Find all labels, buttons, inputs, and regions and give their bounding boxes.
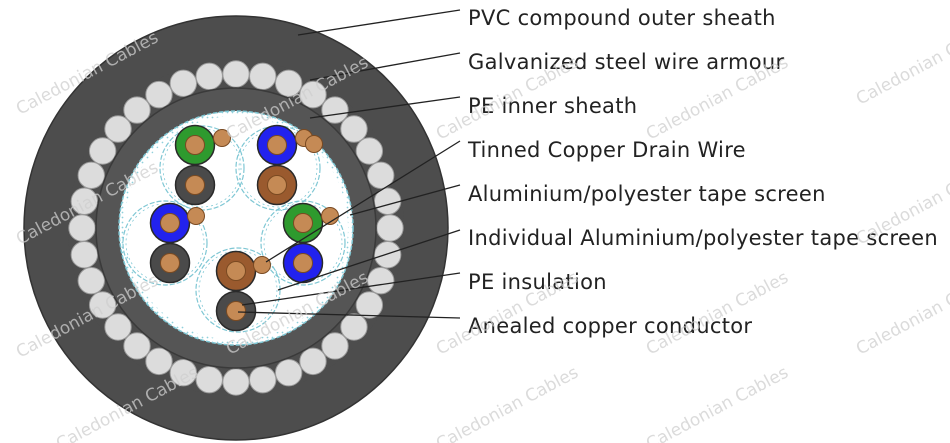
leader-armour <box>309 52 461 81</box>
copper-conductor <box>160 253 180 273</box>
armour-wire <box>145 80 173 109</box>
copper-conductor <box>293 213 313 233</box>
armour-wire <box>376 214 404 242</box>
armour-wire <box>70 187 99 215</box>
armour-wire <box>123 332 151 360</box>
leader-conductor <box>237 311 461 319</box>
leader-drain-wire <box>265 140 461 263</box>
armour-wire <box>355 137 384 165</box>
armour-wire <box>274 359 303 387</box>
label-drain-wire: Tinned Copper Drain Wire <box>467 138 746 162</box>
copper-conductor <box>267 135 287 155</box>
armour-wire <box>340 115 368 143</box>
leader-individual-screen <box>277 229 461 291</box>
armour-wire <box>299 347 327 376</box>
individual-screen-inner <box>162 128 242 208</box>
armour-wire <box>123 96 151 124</box>
armour-wire <box>222 368 250 396</box>
armour-wire <box>104 313 132 341</box>
armour-wire <box>355 291 384 319</box>
drain-wire <box>321 207 339 225</box>
label-insulation: PE insulation <box>468 270 607 294</box>
screened-pairs <box>122 124 346 333</box>
armour-wire <box>321 96 349 124</box>
screened-pair <box>159 124 245 211</box>
armour-wire <box>195 365 223 394</box>
label-inner-sheath: PE inner sheath <box>468 94 637 118</box>
armour-wire <box>68 214 96 242</box>
armour-wire <box>104 115 132 143</box>
leader-inner-sheath <box>309 96 461 119</box>
armour-wire <box>367 266 395 295</box>
armour-wires <box>68 60 404 396</box>
copper-conductor <box>185 135 205 155</box>
armour-wire <box>70 241 99 269</box>
copper-conductor <box>160 213 180 233</box>
leader-outer-sheath <box>297 9 461 36</box>
copper-conductor <box>185 175 205 195</box>
screened-pair <box>235 124 323 211</box>
leader-overall-screen <box>349 184 461 216</box>
armour-wire <box>249 62 277 91</box>
armour-wire <box>274 69 303 97</box>
armour-wire <box>195 62 223 91</box>
armour-wire <box>340 313 368 341</box>
armour-wire <box>367 161 395 190</box>
individual-screen <box>122 200 208 286</box>
armour-wire <box>88 137 117 165</box>
label-individual-screen: Individual Aluminium/polyester tape scre… <box>468 226 938 250</box>
leader-lines <box>237 9 461 319</box>
armour-wire <box>373 241 402 269</box>
copper-conductor <box>226 261 246 281</box>
armour-wire <box>88 291 117 319</box>
armour-wire <box>321 332 349 360</box>
copper-conductor <box>293 253 313 273</box>
copper-conductor <box>226 301 246 321</box>
armour-wire <box>222 60 250 88</box>
armour-wire <box>299 80 327 109</box>
individual-screen <box>260 200 346 286</box>
drain-wire <box>187 207 205 225</box>
label-overall-screen: Aluminium/polyester tape screen <box>468 182 826 206</box>
armour-wire <box>77 266 105 295</box>
watermark: Caledonian Cables <box>853 18 950 110</box>
drain-wire <box>253 256 271 274</box>
armour-wire <box>169 69 198 97</box>
label-conductor: Anealed copper conductor <box>468 314 752 338</box>
watermark: Caledonian Cables <box>853 268 950 360</box>
armour-wire <box>169 359 198 387</box>
copper-conductor <box>267 175 287 195</box>
armour-wire <box>77 161 105 190</box>
drain-wire <box>213 129 231 147</box>
watermark: Caledonian Cables <box>433 363 582 443</box>
label-outer-sheath: PVC compound outer sheath <box>468 6 776 30</box>
label-armour: Galvanized steel wire armour <box>468 50 785 74</box>
armour-wire <box>249 365 277 394</box>
individual-screen-inner <box>238 128 318 208</box>
leader-insulation <box>241 272 461 306</box>
armour-wire <box>145 347 173 376</box>
labels: PVC compound outer sheath Galvanized ste… <box>467 6 938 338</box>
watermark: Caledonian Cables <box>643 363 792 443</box>
screened-pair <box>122 200 208 286</box>
drain-wire <box>305 135 323 153</box>
